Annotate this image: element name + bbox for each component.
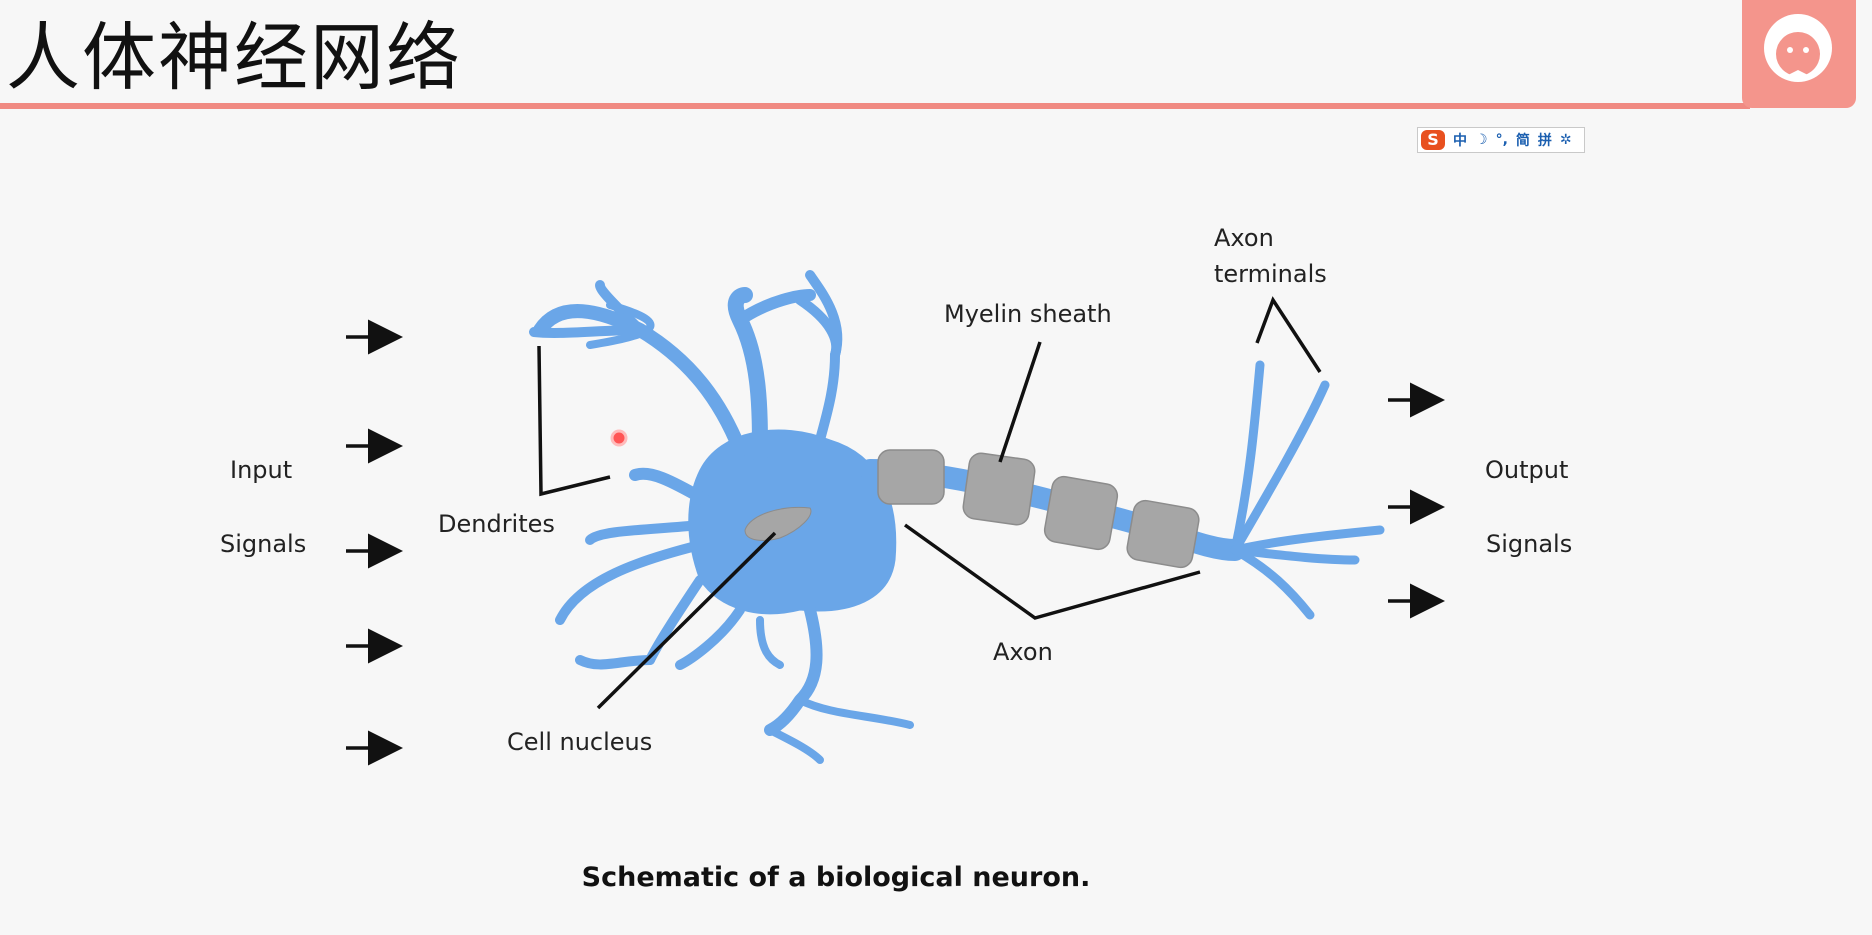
myelin-segment [1126,499,1200,569]
dendrite [595,280,645,335]
dendrite [764,604,823,736]
dendrite [555,540,705,625]
cell-nucleus-label: Cell nucleus [507,728,652,756]
title-underline [0,103,1750,109]
axon-terminal [1230,380,1330,555]
myelin-sheath-pointer [998,341,1042,463]
dendrite [815,350,840,445]
cell-nucleus [744,506,812,541]
input-signals-label: Signals [220,530,306,558]
ime-chinese-mode[interactable]: 中 [1453,133,1467,149]
output-label: Output [1485,456,1568,484]
input-label: Input [230,456,292,484]
dendrite [756,616,784,669]
dendrite [529,325,645,338]
neuron-shape [529,270,1385,764]
ime-toolbar[interactable]: S 中 ☽ °, 简 拼 ✲ [1417,127,1585,153]
diagram-caption: Schematic of a biological neuron. [581,862,1091,893]
ime-simplified-toggle[interactable]: 简 [1515,133,1530,149]
axon-label: Axon [993,638,1053,666]
myelin-segment [1043,475,1119,551]
ime-pinyin-toggle[interactable]: 拼 [1537,133,1552,149]
dendrite [586,301,655,349]
axon-terminals-label-line2: terminals [1214,260,1327,288]
dendrite [675,605,745,670]
output-arrows [1388,382,1445,619]
dendrite [796,696,914,729]
input-arrows [346,319,403,766]
dendrite [629,467,711,506]
dendrite [766,726,824,764]
axon-terminal [1230,525,1385,555]
logo-badge [1742,0,1856,108]
dendrites-label: Dendrites [438,510,555,538]
sogou-logo-icon[interactable]: S [1421,130,1445,150]
dendrite [734,289,816,326]
slide-title: 人体神经网络 [6,15,462,101]
axon-terminals-pointer [1255,296,1322,373]
recording-dot-icon [610,429,628,447]
axon-terminal [1230,360,1265,555]
dendrite [585,520,705,545]
cell-nucleus-pointer [596,531,777,710]
output-signals-label: Signals [1486,530,1572,558]
axon-pointer [903,523,1201,620]
pointer-lines [537,296,1322,710]
cartoon-face-icon [1764,14,1832,82]
dendrite [575,655,655,670]
dendrite [805,270,843,360]
axon-terminals-label-line1: Axon [1214,224,1274,252]
myelin-sheath-segments [877,449,1200,569]
axon-terminal [1230,545,1315,620]
myelin-segment [877,449,945,505]
ime-moon-icon[interactable]: ☽ [1475,132,1488,148]
ime-punctuation-toggle[interactable]: °, [1495,132,1508,148]
dendrites-pointer [537,345,611,497]
dendrite [727,287,768,463]
myelin-sheath-label: Myelin sheath [944,300,1112,328]
ime-settings-icon[interactable]: ✲ [1559,132,1572,148]
myelin-segment [962,452,1036,526]
axon-terminal [1230,545,1360,565]
